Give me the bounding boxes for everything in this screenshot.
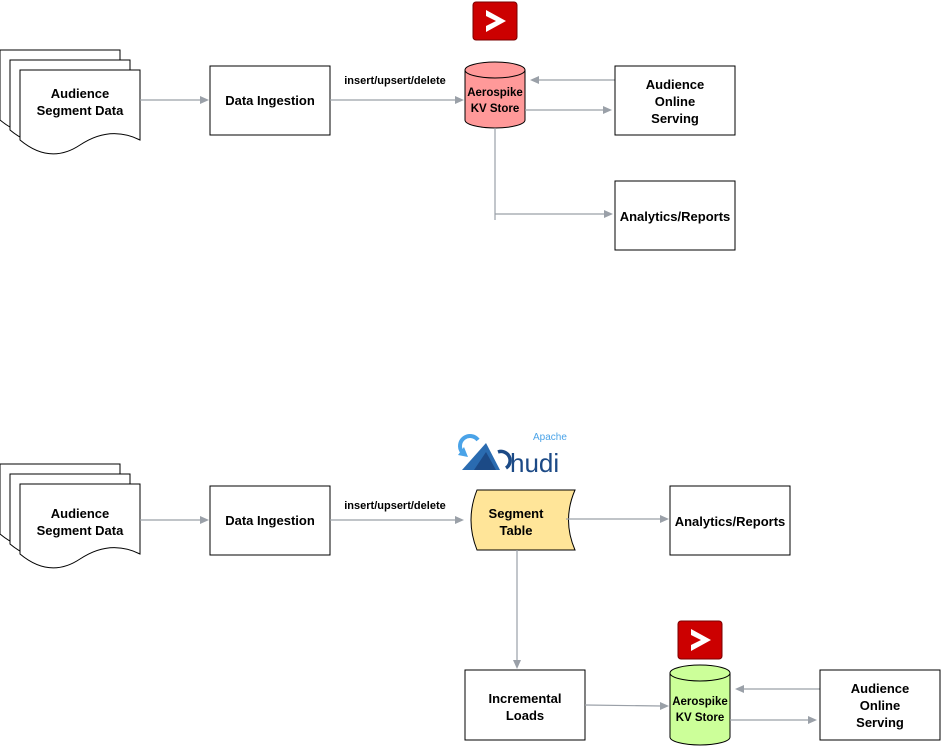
bottom-source-line1: Audience — [51, 506, 110, 521]
top-serving-line2: Online — [655, 94, 695, 109]
bottom-data-ingestion-node: Data Ingestion — [209, 485, 331, 556]
hudi-logo: Apache hudi — [446, 428, 592, 478]
bottom-source-line2: Segment Data — [37, 523, 124, 538]
top-aerospike-logo — [472, 1, 518, 41]
bottom-ingestion-label: Data Ingestion — [225, 513, 315, 528]
hudi-name-text: hudi — [510, 448, 559, 478]
top-analytics-label: Analytics/Reports — [620, 209, 731, 224]
top-store-line2: KV Store — [471, 103, 520, 115]
top-edge-serving-store — [530, 76, 615, 84]
hudi-apache-text: Apache — [533, 432, 567, 443]
top-aerospike-store-node: Aerospike KV Store — [464, 61, 526, 129]
top-edge-source-ingestion — [140, 96, 209, 104]
incremental-loads-node: Incremental Loads — [464, 669, 586, 741]
top-edge-store-analytics — [494, 128, 613, 220]
segment-table-line2: Table — [500, 523, 533, 538]
top-store-line1: Aerospike — [467, 87, 523, 99]
top-source-documents: Audience Segment Data — [0, 49, 141, 155]
bottom-serving-line3: Serving — [856, 715, 904, 730]
top-ingestion-label: Data Ingestion — [225, 93, 315, 108]
top-analytics-node: Analytics/Reports — [614, 180, 736, 251]
top-edge-label: insert/upsert/delete — [344, 75, 445, 87]
incremental-line2: Loads — [506, 708, 544, 723]
incremental-line1: Incremental — [489, 691, 562, 706]
bottom-edge-table-incremental — [513, 550, 521, 669]
bottom-edge-incremental-store — [584, 702, 669, 710]
bottom-source-documents: Audience Segment Data — [0, 463, 141, 569]
bottom-aerospike-store-node: Aerospike KV Store — [669, 664, 731, 746]
top-audience-serving-node: Audience Online Serving — [614, 65, 736, 136]
bottom-aerospike-logo — [677, 620, 723, 660]
bottom-edge-store-serving — [730, 716, 817, 724]
top-edge-ingestion-store — [330, 96, 464, 104]
bottom-edge-label: insert/upsert/delete — [344, 500, 445, 512]
top-data-ingestion-node: Data Ingestion — [209, 65, 331, 136]
top-source-line2: Segment Data — [37, 103, 124, 118]
bottom-serving-line2: Online — [860, 698, 900, 713]
segment-table-node: Segment Table — [470, 489, 576, 551]
top-serving-line1: Audience — [646, 77, 705, 92]
bottom-analytics-node: Analytics/Reports — [669, 485, 791, 556]
top-serving-line3: Serving — [651, 111, 699, 126]
bottom-analytics-label: Analytics/Reports — [675, 514, 786, 529]
bottom-store-line2: KV Store — [676, 712, 725, 724]
bottom-audience-serving-node: Audience Online Serving — [819, 669, 941, 741]
bottom-edge-table-analytics — [566, 515, 669, 523]
segment-table-line1: Segment — [489, 506, 545, 521]
bottom-edge-ingestion-table — [330, 516, 464, 524]
bottom-serving-line1: Audience — [851, 681, 910, 696]
top-source-line1: Audience — [51, 86, 110, 101]
top-edge-store-serving — [525, 106, 612, 114]
bottom-edge-serving-store — [735, 685, 820, 693]
bottom-edge-source-ingestion — [140, 516, 209, 524]
bottom-store-line1: Aerospike — [672, 696, 728, 708]
